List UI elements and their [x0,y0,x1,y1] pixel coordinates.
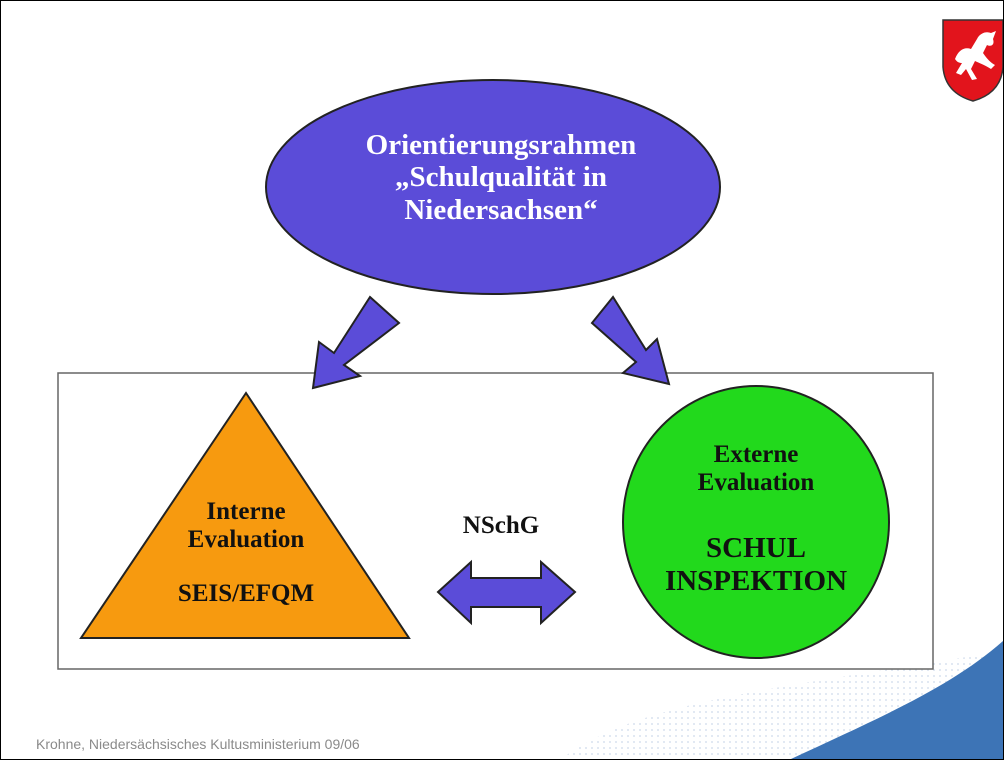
lower-saxony-horse-crest-icon [942,19,1003,102]
title-line-1: Orientierungsrahmen [365,129,637,161]
internal-evaluation-code: SEIS/EFQM [177,580,315,607]
arrow-to-internal-evaluation [311,295,401,390]
internal-line-2: Evaluation [187,525,305,553]
orientation-framework-title: Orientierungsrahmen „Schulqualität in Ni… [291,129,711,226]
orientation-framework-ellipse [265,79,721,295]
external-evaluation-circle [622,385,890,659]
external-code-line-2: INSPEKTION [664,565,848,598]
internal-line-1: Interne [206,498,286,525]
internal-evaluation-triangle [79,391,411,639]
external-code-line-1: SCHUL [706,532,806,564]
corner-swoosh [561,641,1003,759]
external-evaluation-code: SCHUL INSPEKTION [641,532,871,599]
double-arrow-icon [436,559,577,626]
external-line-1: Externe [713,441,799,468]
footer-credit: Krohne, Niedersächsisches Kultusminister… [36,736,360,752]
internal-evaluation-label: Interne Evaluation [141,498,351,553]
external-evaluation-label: Externe Evaluation [651,441,861,496]
external-line-2: Evaluation [697,468,815,496]
title-line-3: Niedersachsen“ [404,193,598,226]
title-line-2: „Schulqualität in [395,161,607,194]
arrow-to-external-evaluation [590,295,671,386]
law-label: NSchG [462,512,540,539]
